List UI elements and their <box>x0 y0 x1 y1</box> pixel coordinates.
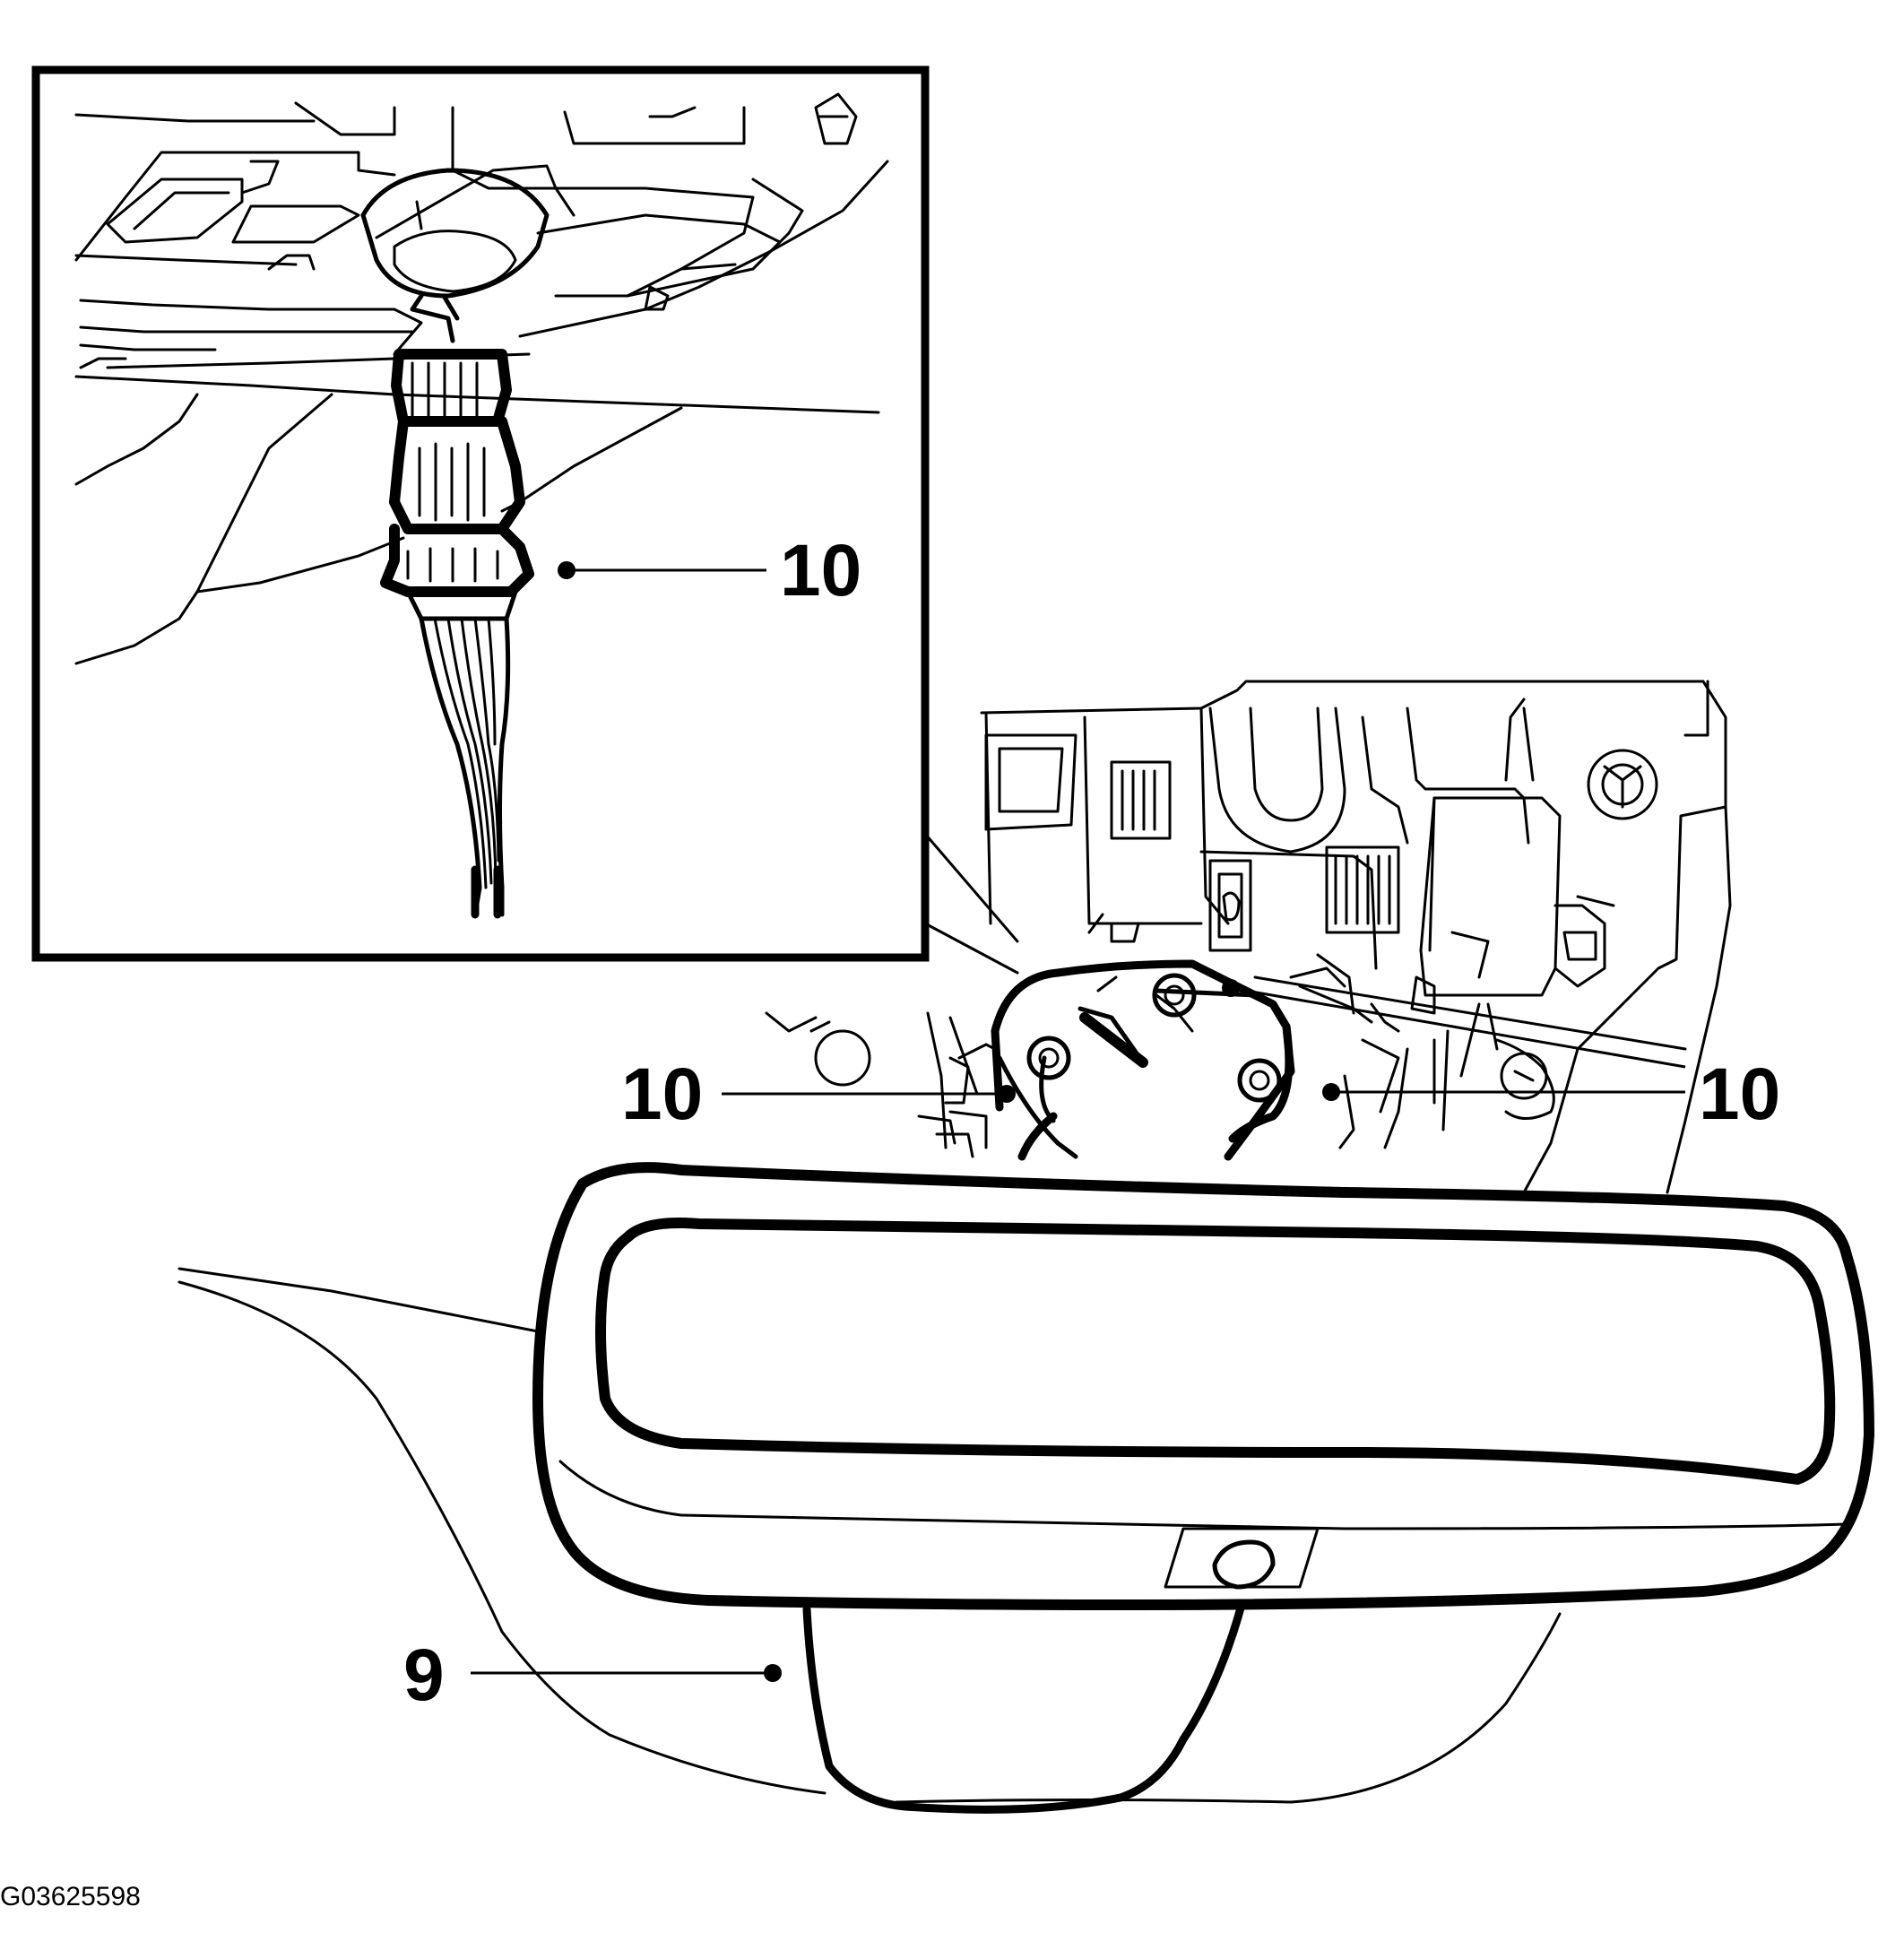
callout-inset-connector: 10 <box>558 530 861 611</box>
rear-view-mirror <box>532 1162 1874 1610</box>
mirror-adjust-knob <box>1164 1527 1320 1590</box>
callout-label-10-right: 10 <box>1699 1053 1780 1135</box>
inset-leader-lines <box>923 832 1019 975</box>
roof-bracket-panel <box>980 680 1732 1194</box>
inset-roof-panel <box>74 92 889 665</box>
mount-screw-right <box>1237 1058 1282 1103</box>
trim-left-shapes <box>765 1011 997 1158</box>
mount-screw-top <box>1152 973 1197 1018</box>
mirror-sensor-cover <box>802 1600 1246 1814</box>
inset-connector <box>380 293 534 621</box>
mirror-mount <box>991 959 1687 1161</box>
callout-right-screw: 10 <box>1222 979 1780 1135</box>
inset-wire-harness <box>419 616 511 919</box>
callout-label-10-inset: 10 <box>780 530 861 611</box>
callout-mirror-cover: 9 <box>403 1634 782 1716</box>
inset-mount-puck <box>360 168 550 299</box>
inset-frame <box>31 65 930 962</box>
figure-id-label: G03625598 <box>0 1882 141 1911</box>
callout-label-9: 9 <box>403 1634 445 1716</box>
mount-screw-left <box>1026 1036 1071 1080</box>
headliner-contours <box>177 1267 1562 1804</box>
inset-detail <box>31 65 930 962</box>
callout-label-10-left: 10 <box>621 1053 703 1135</box>
callout-left-screw: 10 <box>621 1053 1016 1135</box>
